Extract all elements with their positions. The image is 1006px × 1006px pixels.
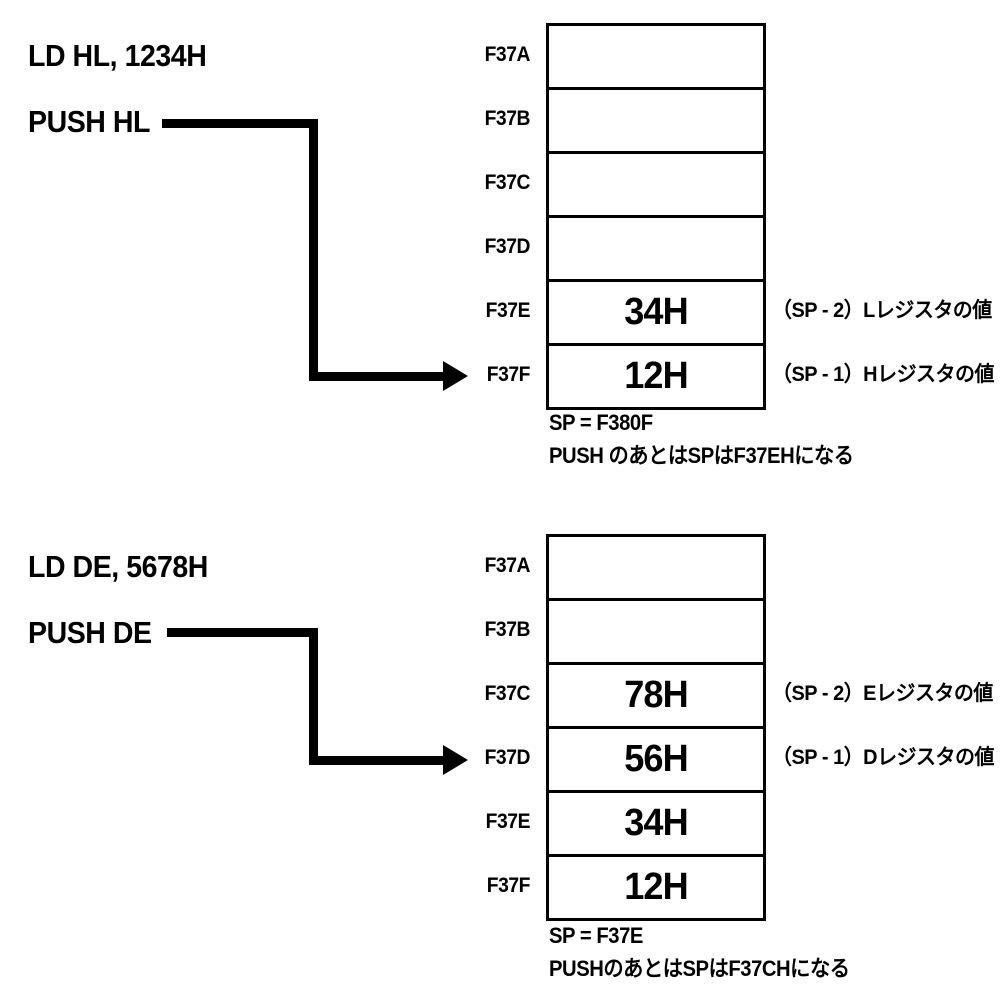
memory-cell [549,601,763,665]
memory-cell: 34H [549,793,763,857]
memory-cell [549,537,763,601]
row-annotation: （SP - 2）Eレジスタの値 [772,682,993,705]
address-label: F37B [484,618,531,641]
memory-cell: 56H [549,729,763,793]
address-label: F37C [484,171,531,194]
memory-cell: 78H [549,665,763,729]
arrow-hl-segment-vertical [309,119,318,381]
memory-cell [549,218,763,282]
address-label: F37B [484,107,531,130]
memory-cell [549,90,763,154]
address-label: F37A [484,554,531,577]
arrow-de-segment-horizontal-top [167,628,318,637]
memory-cell: 12H [549,346,763,407]
push-note: PUSH のあとはSPはF37EHになる [549,443,854,468]
cell-value: 78H [624,674,688,716]
sp-note: SP = F37E [549,923,643,948]
arrow-hl-segment-horizontal-bottom [309,372,444,381]
instruction-load-hl: LD HL, 1234H [28,38,207,73]
address-label: F37C [484,682,531,705]
arrow-hl-segment-horizontal-top [162,119,318,128]
row-annotation: （SP - 1）Dレジスタの値 [772,746,994,769]
instruction-load-de: LD DE, 5678H [28,549,208,584]
cell-value: 12H [624,866,688,908]
memory-table-de: 78H 56H 34H 12H [546,534,766,921]
address-label: F37F [486,363,531,386]
memory-cell [549,154,763,218]
memory-cell [549,26,763,90]
sp-note: SP = F380F [549,410,653,435]
address-label: F37A [484,43,531,66]
address-label: F37D [484,235,531,258]
instruction-push-hl: PUSH HL [28,104,150,139]
cell-value: 34H [624,291,688,333]
arrow-de-head-icon [443,745,468,775]
address-label: F37F [486,874,531,897]
memory-cell: 34H [549,282,763,346]
address-label: F37E [485,810,531,833]
row-annotation: （SP - 1）Hレジスタの値 [772,363,994,386]
memory-cell: 12H [549,857,763,918]
arrow-de-segment-vertical [309,628,318,765]
cell-value: 12H [624,355,688,397]
arrow-de-segment-horizontal-bottom [309,756,444,765]
push-note: PUSHのあとはSPはF37CHになる [549,956,850,981]
address-label: F37E [485,299,531,322]
memory-table-hl: 34H 12H [546,23,766,410]
cell-value: 34H [624,802,688,844]
instruction-push-de: PUSH DE [28,615,152,650]
arrow-hl-head-icon [443,361,468,391]
address-label: F37D [484,746,531,769]
row-annotation: （SP - 2）Lレジスタの値 [772,299,992,322]
cell-value: 56H [624,738,688,780]
